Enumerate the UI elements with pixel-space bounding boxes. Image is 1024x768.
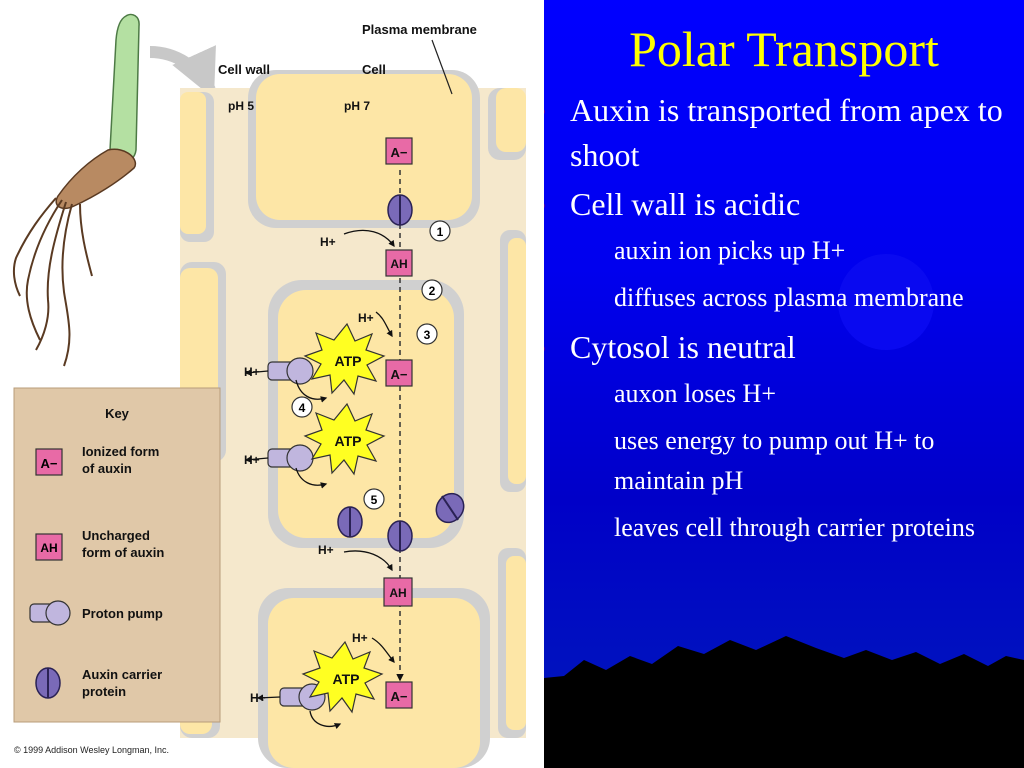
sub-bullet-text: diffuses across plasma membrane	[614, 283, 964, 312]
svg-text:AH: AH	[390, 257, 407, 271]
svg-text:5: 5	[371, 493, 378, 507]
svg-text:A−: A−	[41, 456, 58, 471]
atp-star: ATP	[301, 640, 384, 714]
svg-text:A−: A−	[391, 145, 408, 160]
step-marker: 3	[416, 323, 438, 345]
bullet-dot-icon: ●	[544, 182, 545, 227]
bullet-item: ● Auxin is transported from apex to shoo…	[544, 88, 1024, 178]
bullet-text: Auxin is transported from apex to shoot	[570, 92, 1003, 173]
svg-text:Auxin carrier: Auxin carrier	[82, 667, 162, 682]
slide-title: Polar Transport	[629, 21, 939, 77]
svg-text:protein: protein	[82, 684, 126, 699]
cell-label: Cell	[362, 62, 386, 77]
seedling-roots	[12, 197, 93, 367]
step-marker: 2	[421, 279, 443, 301]
legend-key: Key A− Ionized form of auxin AH Uncharge…	[13, 387, 221, 723]
key-item-uncharged: AH Uncharged form of auxin	[35, 528, 164, 561]
sub-bullet-text: auxin ion picks up H+	[614, 236, 846, 265]
auxin-carrier-protein	[337, 506, 363, 538]
sub-bullet-text: uses energy to pump out H+ to maintain p…	[614, 426, 935, 495]
sub-bullet-text: leaves cell through carrier proteins	[614, 513, 975, 542]
moon-glow	[838, 254, 934, 350]
bullet-dot-icon: ●	[544, 88, 545, 133]
atp-label: ATP	[335, 353, 362, 369]
svg-text:Uncharged: Uncharged	[82, 528, 150, 543]
svg-text:AH: AH	[389, 586, 406, 600]
seedling-shoot	[109, 13, 140, 164]
svg-text:Ionized form: Ionized form	[82, 444, 159, 459]
cell-wall-label: Cell wall	[218, 62, 270, 77]
h-plus-label: H+	[320, 235, 336, 249]
h-plus-label: H+	[318, 543, 334, 557]
svg-text:Proton pump: Proton pump	[82, 606, 163, 621]
atp-label: ATP	[335, 433, 362, 449]
svg-text:2: 2	[429, 284, 436, 298]
ph-wall-label: pH 5	[228, 99, 254, 113]
svg-text:4: 4	[299, 401, 306, 415]
panel-background-art	[544, 254, 1024, 768]
proton-pump	[267, 444, 314, 472]
seedling-seed	[55, 148, 137, 210]
step-marker: 1	[429, 220, 451, 242]
bullet-text: Cell wall is acidic	[570, 186, 801, 222]
sub-bullet-item: ● diffuses across plasma membrane	[544, 278, 1024, 318]
sub-bullet-item: ● uses energy to pump out H+ to maintain…	[544, 421, 1024, 501]
plasma-membrane-label: Plasma membrane	[362, 22, 477, 37]
ionized-auxin-box: A−	[385, 681, 413, 709]
seedling-illustration	[12, 13, 216, 367]
sub-bullet-item: ● leaves cell through carrier proteins	[544, 508, 1024, 548]
bullet-item: ● Cell wall is acidic	[544, 182, 1024, 227]
svg-text:A−: A−	[391, 689, 408, 704]
h-plus-label: H+	[250, 691, 266, 705]
auxin-carrier-protein	[435, 492, 465, 524]
h-plus-label: H+	[244, 365, 260, 379]
ph-cell-label: pH 7	[344, 99, 370, 113]
uncharged-auxin-box: AH	[385, 249, 413, 277]
bullet-dot-icon: ●	[544, 325, 545, 370]
key-item-proton-pump: Proton pump	[29, 600, 163, 626]
cell-cytoplasm-top	[256, 74, 472, 220]
step-marker: 4	[291, 396, 313, 418]
atp-star: ATP	[303, 322, 386, 396]
proton-pump	[267, 357, 314, 385]
svg-text:1: 1	[437, 225, 444, 239]
plasma-membrane-leader	[431, 39, 453, 95]
svg-text:AH: AH	[40, 541, 57, 555]
mountain-silhouette	[544, 636, 1024, 768]
key-item-carrier: Auxin carrier protein	[35, 667, 162, 699]
uncharged-auxin-box: AH	[383, 577, 413, 607]
key-title: Key	[105, 406, 130, 421]
auxin-carrier-protein	[387, 194, 413, 226]
sub-bullet-item: ● auxon loses H+	[544, 374, 1024, 414]
bullet-text: Cytosol is neutral	[570, 329, 796, 365]
bullet-list: ● Auxin is transported from apex to shoo…	[544, 88, 1024, 555]
copyright-text: © 1999 Addison Wesley Longman, Inc.	[14, 745, 169, 755]
step-marker: 5	[363, 488, 385, 510]
auxin-transport-diagram: ATP ATP ATP A− AH A− AH A−	[12, 13, 526, 768]
svg-text:form of auxin: form of auxin	[82, 545, 164, 560]
svg-text:A−: A−	[391, 367, 408, 382]
h-plus-label: H+	[358, 311, 374, 325]
atp-star: ATP	[303, 402, 386, 476]
ionized-auxin-box: A−	[385, 359, 413, 387]
h-plus-label: H+	[352, 631, 368, 645]
slide-text-panel: Polar Transport ● Auxin is transported f…	[544, 0, 1024, 768]
sub-bullet-text: auxon loses H+	[614, 379, 776, 408]
auxin-carrier-protein	[387, 520, 413, 552]
proton-arrows	[244, 229, 395, 730]
ionized-auxin-box: A−	[385, 137, 413, 165]
svg-text:of auxin: of auxin	[82, 461, 132, 476]
h-plus-label: H+	[244, 453, 260, 467]
cell-cytoplasm-bottom	[268, 598, 480, 768]
bullet-item: ● Cytosol is neutral	[544, 325, 1024, 370]
svg-text:3: 3	[424, 328, 431, 342]
key-item-ionized: A− Ionized form of auxin	[35, 444, 159, 476]
atp-label: ATP	[333, 671, 360, 687]
zoom-arrow	[149, 45, 216, 99]
sub-bullet-item: ● auxin ion picks up H+	[544, 231, 1024, 271]
